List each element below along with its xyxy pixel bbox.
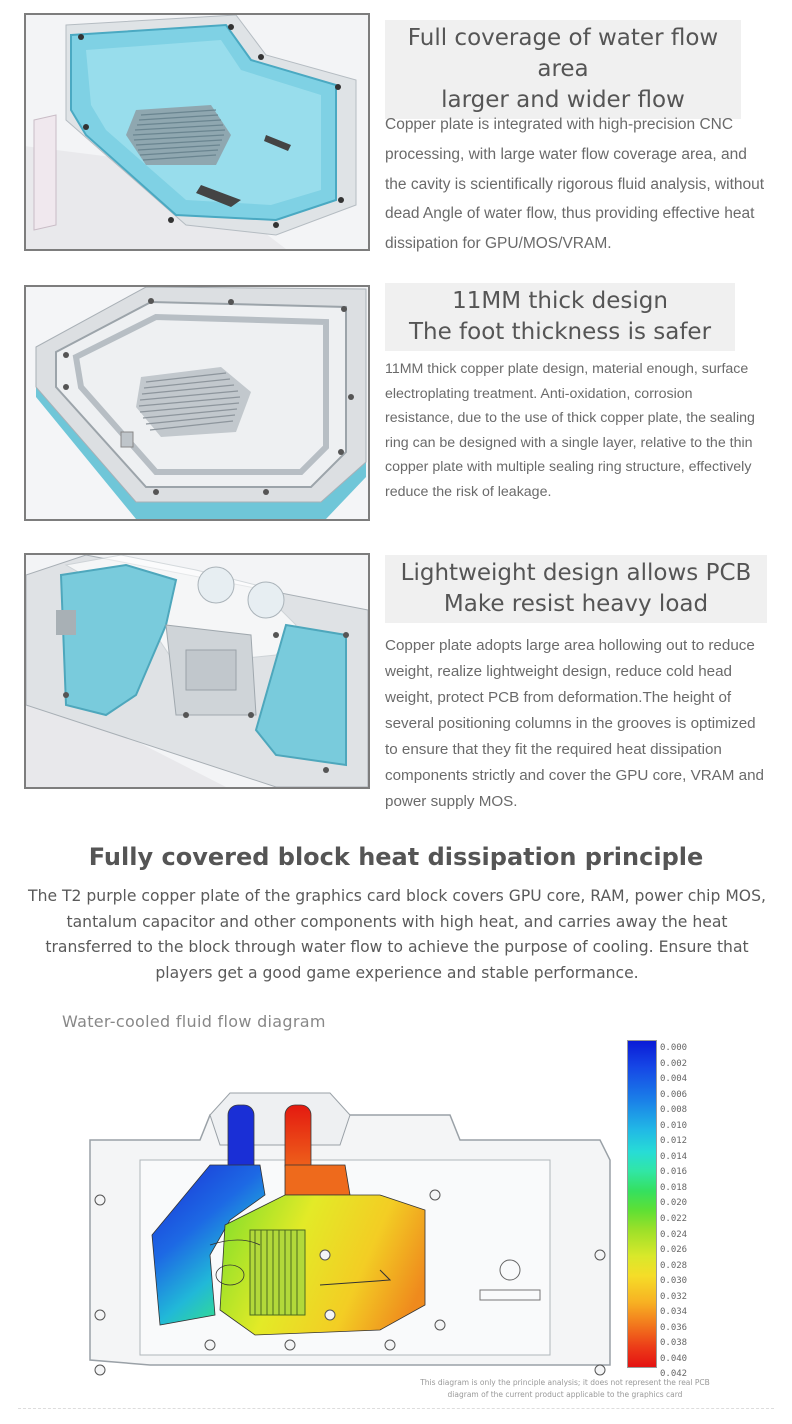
section-3-heading-line-1: Lightweight design allows PCB bbox=[400, 560, 752, 586]
legend-label: 0.030 bbox=[660, 1276, 688, 1287]
legend-label: 0.028 bbox=[660, 1260, 688, 1271]
legend-label: 0.026 bbox=[660, 1245, 688, 1256]
legend-label: 0.012 bbox=[660, 1136, 688, 1147]
legend-label: 0.034 bbox=[660, 1307, 688, 1318]
principle-title: Fully covered block heat dissipation pri… bbox=[88, 843, 704, 871]
legend-label: 0.024 bbox=[660, 1229, 688, 1240]
legend-label: 0.006 bbox=[660, 1089, 688, 1100]
legend-label: 0.036 bbox=[660, 1322, 688, 1333]
section-1-heading-line-1: Full coverage of water flow area bbox=[407, 25, 719, 82]
legend-label: 0.032 bbox=[660, 1291, 688, 1302]
diagram-title: Water-cooled fluid flow diagram bbox=[62, 1012, 326, 1031]
legend-label: 0.022 bbox=[660, 1214, 688, 1225]
legend-label: 0.014 bbox=[660, 1151, 688, 1162]
fluid-flow-diagram bbox=[89, 1092, 611, 1376]
section-2-heading-line-1: 11MM thick design bbox=[452, 288, 668, 314]
product-image-thick-design bbox=[24, 285, 370, 521]
legend-label: 0.016 bbox=[660, 1167, 688, 1178]
legend-label: 0.040 bbox=[660, 1353, 688, 1364]
diagram-disclaimer: This diagram is only the principle analy… bbox=[385, 1377, 745, 1401]
water-block-illustration-3 bbox=[26, 555, 368, 787]
legend-label: 0.010 bbox=[660, 1120, 688, 1131]
water-block-illustration-1 bbox=[26, 15, 368, 249]
legend-label: 0.004 bbox=[660, 1074, 688, 1085]
diagram-disclaimer-line-1: This diagram is only the principle analy… bbox=[420, 1378, 710, 1387]
section-3-body: Copper plate adopts large area hollowing… bbox=[385, 637, 765, 810]
bottom-divider bbox=[18, 1408, 774, 1409]
velocity-legend-bar bbox=[627, 1040, 657, 1368]
diagram-disclaimer-line-2: diagram of the current product applicabl… bbox=[447, 1390, 683, 1399]
velocity-legend-labels: 0.000 0.002 0.004 0.006 0.008 0.010 0.01… bbox=[660, 1041, 720, 1383]
section-1-body: Copper plate is integrated with high-pre… bbox=[385, 116, 765, 253]
section-2-heading: 11MM thick design The foot thickness is … bbox=[385, 283, 735, 351]
legend-label: 0.042 bbox=[660, 1369, 688, 1380]
water-block-illustration-2 bbox=[26, 287, 368, 519]
section-2-body: 11MM thick copper plate design, material… bbox=[385, 361, 755, 500]
section-1-heading-line-2: larger and wider flow bbox=[441, 87, 685, 113]
section-2-heading-line-2: The foot thickness is safer bbox=[408, 319, 712, 345]
legend-label: 0.000 bbox=[660, 1043, 688, 1053]
legend-label: 0.038 bbox=[660, 1338, 688, 1349]
section-3-heading-line-2: Make resist heavy load bbox=[443, 591, 709, 617]
legend-label: 0.020 bbox=[660, 1198, 688, 1209]
section-1-heading: Full coverage of water flow area larger … bbox=[385, 20, 741, 119]
principle-body: The T2 purple copper plate of the graphi… bbox=[28, 887, 766, 982]
legend-label: 0.018 bbox=[660, 1182, 688, 1193]
legend-label: 0.008 bbox=[660, 1105, 688, 1116]
legend-label: 0.002 bbox=[660, 1058, 688, 1069]
product-image-water-flow bbox=[24, 13, 370, 251]
section-3-heading: Lightweight design allows PCB Make resis… bbox=[385, 555, 767, 623]
product-image-lightweight bbox=[24, 553, 370, 789]
